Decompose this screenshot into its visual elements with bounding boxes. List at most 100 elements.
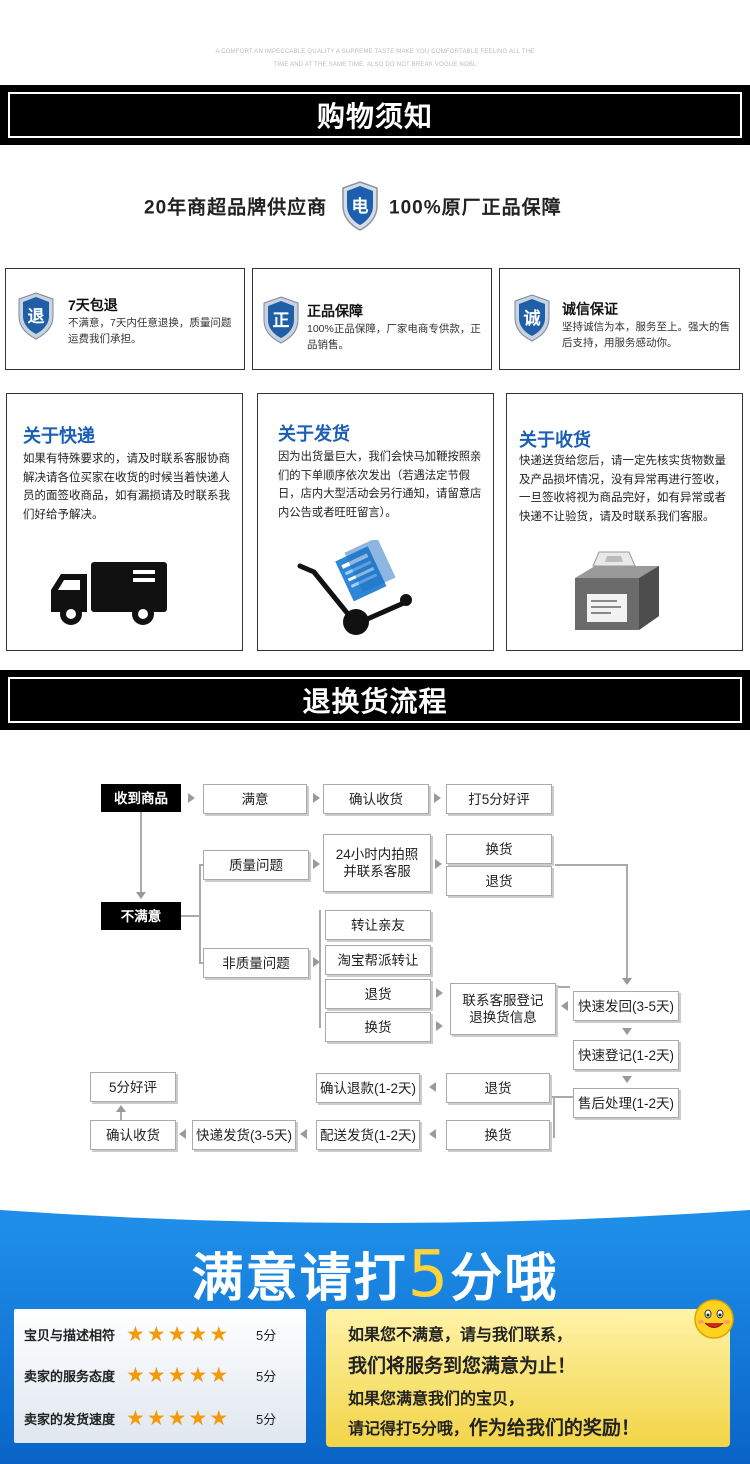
photo-line-2: 并联系客服 [343, 864, 411, 879]
tagline-line-2: TIME AND AT THE SAME TIME, ALSO DO NOT B… [273, 62, 477, 68]
star-icon: ★ [209, 1322, 229, 1346]
exchange-box-3: 换货 [446, 1120, 550, 1150]
express-ship-box: 快递发货(3-5天) [192, 1120, 296, 1150]
msg-line-4b: 作为给我们的奖励！ [468, 1418, 640, 1439]
contact-line-2: 退换货信息 [469, 1010, 537, 1025]
truck-icon [47, 560, 169, 628]
rating-row: 卖家的发货速度 ★★★★★ 5分 [14, 1403, 306, 1433]
genuine-shield-icon: 正 [261, 295, 301, 345]
rating-row: 宝贝与描述相符 ★★★★★ 5分 [14, 1319, 306, 1349]
star-icon: ★ [188, 1363, 208, 1387]
promise-title: 诚信保证 [562, 301, 618, 317]
svg-text:诚: 诚 [524, 308, 541, 329]
promise-desc: 100%正品保障，厂家电商专供款，正品销售。 [307, 323, 481, 351]
rating-label: 卖家的服务态度 [24, 1368, 116, 1384]
star-icon: ★ [167, 1322, 187, 1346]
rating-label: 宝贝与描述相符 [24, 1327, 116, 1343]
tagline-line-1: A COMFORT AN IMPECCABLE QUALITY A SUPREM… [215, 49, 535, 55]
exchange-box-2: 换货 [325, 1012, 431, 1042]
promise-desc: 坚持诚信为本，服务至上。强大的售后支持，用服务感动你。 [562, 321, 730, 349]
return-box-3: 退货 [446, 1073, 550, 1103]
rating-score: 5分 [256, 1368, 277, 1384]
after-sale-box: 售后处理(1-2天) [573, 1088, 679, 1118]
rating-score: 5分 [256, 1411, 277, 1427]
rate-five-title: 满意请打5分哦 [0, 1236, 750, 1312]
receive-goods: 收到商品 [101, 784, 181, 812]
confirm-receipt-box: 确认收货 [323, 784, 429, 814]
info-box-express: 关于快递 如果有特殊要求的，请及时联系客服协商解决请各位买家在收货的时候当着快递… [6, 393, 243, 651]
msg-line-3: 如果您满意我们的宝贝， [348, 1391, 525, 1408]
title-before: 满意请打 [191, 1250, 408, 1308]
taobao-transfer-box: 淘宝帮派转让 [325, 945, 431, 975]
shopping-notice-banner: 购物须知 [0, 85, 750, 145]
star-icon: ★ [126, 1406, 145, 1430]
five-star-box-2: 5分好评 [90, 1072, 176, 1102]
banner-title: 退换货流程 [302, 685, 448, 718]
package-icon [569, 544, 665, 634]
star-icon: ★ [167, 1406, 187, 1430]
banner-title: 购物须知 [316, 100, 433, 133]
promise-title: 7天包退 [68, 297, 118, 313]
confirm-receipt-box-2: 确认收货 [90, 1120, 176, 1150]
rating-score: 5分 [256, 1327, 277, 1343]
photo-line-1: 24小时内拍照 [335, 847, 419, 862]
star-icon: ★ [146, 1322, 166, 1346]
authentic-text: 100%原厂正品保障 [389, 197, 562, 219]
star-icon: ★ [209, 1406, 229, 1430]
promise-box-genuine: 正 正品保障 100%正品保障，厂家电商专供款，正品销售。 [252, 268, 492, 370]
contact-line-1: 联系客服登记 [462, 993, 544, 1008]
smiley-icon [694, 1299, 734, 1339]
non-quality-box: 非质量问题 [203, 948, 309, 978]
star-icon: ★ [126, 1363, 145, 1387]
transfer-friends-box: 转让亲友 [325, 910, 431, 940]
msg-line-4a: 请记得打5分哦， [348, 1421, 469, 1438]
shield-letter: 电 [352, 196, 369, 217]
msg-line-2: 我们将服务到您满意为止！ [348, 1356, 577, 1377]
star-icon: ★ [146, 1406, 166, 1430]
rating-label: 卖家的发货速度 [24, 1411, 116, 1427]
return-flow-chart: 收到商品 满意 确认收货 打5分好评 质量问题 24小时内拍照 并联系客服 换货… [0, 760, 750, 1200]
promise-box-return: 退 7天包退 不满意，7天内任意退换，质量问题运费我们承担。 [5, 268, 245, 370]
info-desc: 快递送货给您后，请一定先核实货物数量及产品损坏情况，没有异常再进行签收，一旦签收… [519, 455, 726, 523]
info-box-receiving: 关于收货 快递送货给您后，请一定先核实货物数量及产品损坏情况，没有异常再进行签收… [506, 393, 743, 651]
star-rating: ★★★★★ [126, 1408, 246, 1429]
promise-box-integrity: 诚 诚信保证 坚持诚信为本，服务至上。强大的售后支持，用服务感动你。 [499, 268, 740, 370]
star-icon: ★ [188, 1406, 208, 1430]
info-title: 关于快递 [23, 426, 95, 446]
return-box: 退货 [446, 866, 552, 896]
info-desc: 因为出货量巨大，我们会快马加鞭按照亲们的下单顺序依次发出（若遇法定节假日，店内大… [278, 451, 482, 519]
satisfied-box: 满意 [203, 784, 307, 814]
rating-card: 宝贝与描述相符 ★★★★★ 5分 卖家的服务态度 ★★★★★ 5分 卖家的发货速… [14, 1309, 306, 1443]
rating-row: 卖家的服务态度 ★★★★★ 5分 [14, 1360, 306, 1390]
photo-contact-box: 24小时内拍照 并联系客服 [323, 834, 431, 892]
supplier-text: 20年商超品牌供应商 [144, 197, 328, 219]
title-after: 分哦 [450, 1250, 559, 1308]
contact-register-box: 联系客服登记 退换货信息 [450, 983, 556, 1035]
unsatisfied-box: 不满意 [101, 902, 181, 930]
dian-shield-icon: 电 [340, 180, 380, 232]
exchange-box: 换货 [446, 834, 552, 864]
info-desc: 如果有特殊要求的，请及时联系客服协商解决请各位买家在收货的时候当着快递人员的面签… [23, 453, 230, 521]
ship-out-box: 配送发货(1-2天) [316, 1120, 420, 1150]
star-icon: ★ [167, 1363, 187, 1387]
confirm-refund-box: 确认退款(1-2天) [316, 1073, 420, 1103]
guarantee-row: 20年商超品牌供应商 电 100%原厂正品保障 [0, 178, 750, 234]
hand-truck-icon [294, 537, 424, 636]
quality-issue-box: 质量问题 [203, 850, 309, 880]
quick-register-box: 快速登记(1-2天) [573, 1040, 679, 1070]
info-title: 关于发货 [278, 424, 350, 444]
svg-text:退: 退 [28, 307, 45, 327]
svg-text:正: 正 [273, 311, 290, 331]
star-rating: ★★★★★ [126, 1365, 246, 1386]
quick-ship-back-box: 快速发回(3-5天) [573, 991, 679, 1021]
return-process-banner: 退换货流程 [0, 670, 750, 730]
promise-desc: 不满意，7天内任意退换，质量问题运费我们承担。 [68, 317, 232, 345]
title-number: 5 [407, 1238, 451, 1312]
star-rating: ★★★★★ [126, 1324, 246, 1345]
tagline: A COMFORT AN IMPECCABLE QUALITY A SUPREM… [0, 46, 750, 72]
five-star-box: 打5分好评 [446, 784, 552, 814]
msg-line-1: 如果您不满意，请与我们联系， [348, 1327, 573, 1344]
promise-title: 正品保障 [307, 303, 363, 319]
star-icon: ★ [126, 1322, 145, 1346]
integrity-shield-icon: 诚 [512, 293, 552, 343]
